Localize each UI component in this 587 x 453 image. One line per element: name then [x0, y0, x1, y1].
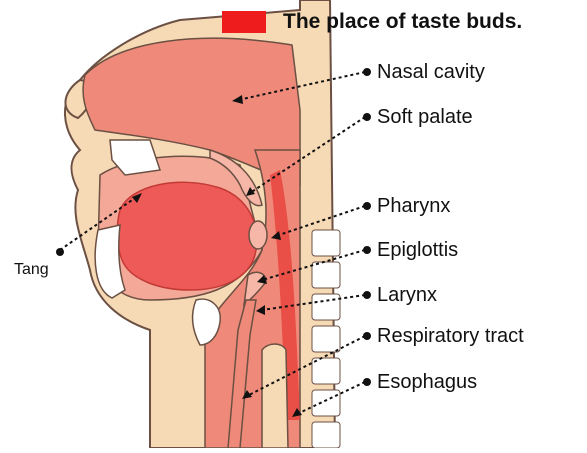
label-esophagus: Esophagus [377, 372, 477, 392]
label-epiglottis: Epiglottis [377, 240, 458, 260]
legend-text: The place of taste buds. [283, 10, 522, 34]
label-nasal-cavity: Nasal cavity [377, 62, 485, 82]
label-respiratory-tract: Respiratory tract [377, 326, 524, 346]
label-tang: Tang [14, 262, 49, 278]
label-larynx: Larynx [377, 285, 437, 305]
label-pharynx: Pharynx [377, 196, 450, 216]
spine [312, 230, 340, 448]
legend-swatch [222, 11, 266, 33]
trachea [262, 344, 288, 448]
label-soft-palate: Soft palate [377, 107, 473, 127]
uvula [249, 221, 267, 249]
